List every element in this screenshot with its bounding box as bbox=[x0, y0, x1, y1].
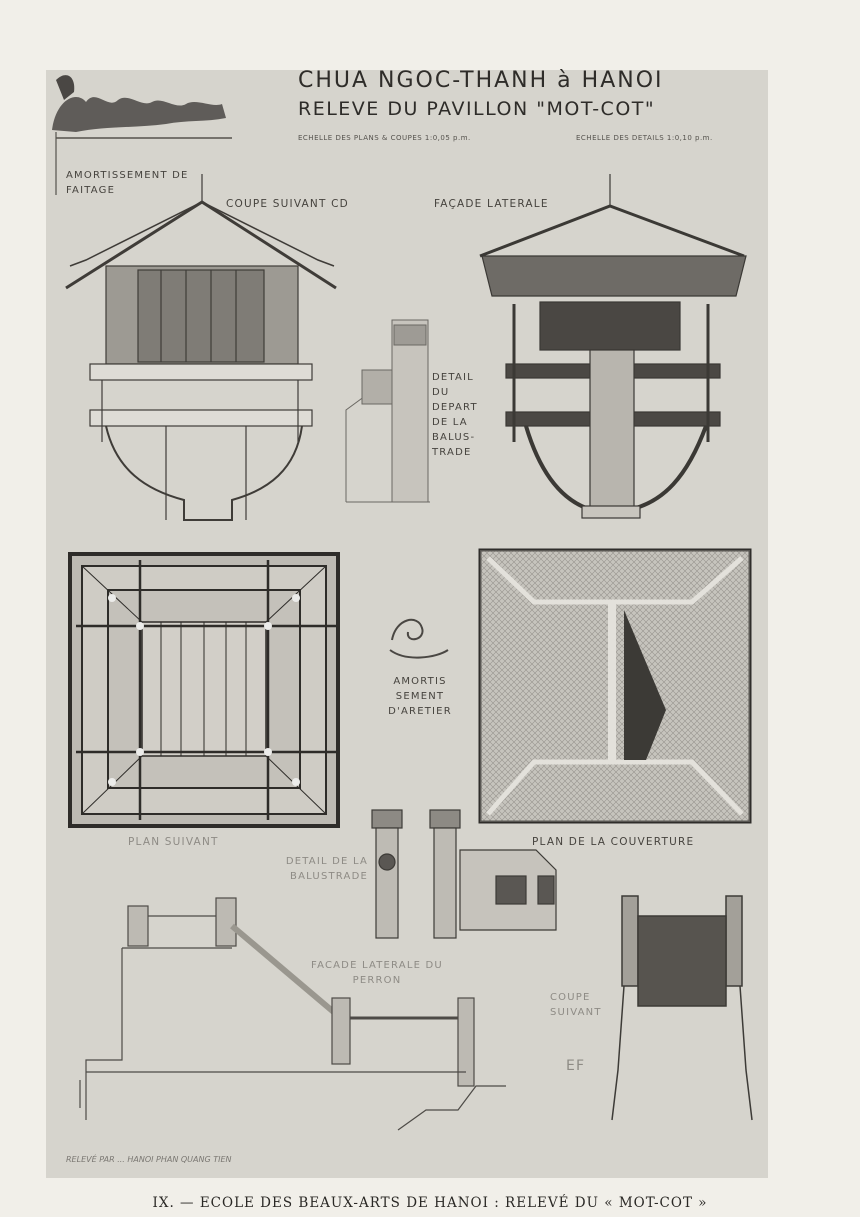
drawing-plate: RELEVÉ PAR ... HANOI PHAN QUANG TIEN CHU… bbox=[46, 68, 768, 1178]
plan-suivant-label: PLAN SUIVANT bbox=[128, 836, 219, 848]
balustrade-detail-drawing bbox=[371, 809, 557, 939]
amortissement-aretier-label: AMORTIS SEMENT D'ARETIER bbox=[388, 676, 452, 717]
signature-text: RELEVÉ PAR ... HANOI PHAN QUANG TIEN bbox=[66, 1153, 232, 1164]
amortissement-faitage-label: AMORTISSEMENT DE FAITAGE bbox=[66, 170, 189, 196]
facade-perron-label: FACADE LATERALE DU PERRON bbox=[311, 960, 443, 986]
section-ef-drawing bbox=[611, 895, 753, 1121]
facade-laterale-label: FAÇADE LATERALE bbox=[434, 198, 549, 210]
scale-plans-text: ECHELLE DES PLANS & COUPES 1:0,05 p.m. bbox=[298, 134, 471, 142]
dragon-ornament-drawing bbox=[52, 75, 232, 195]
detail-depart-balustrade-label: DETAIL DU DEPART DE LA BALUS-TRADE bbox=[432, 372, 478, 458]
lateral-facade-drawing bbox=[479, 174, 747, 519]
architectural-drawings: RELEVÉ PAR ... HANOI PHAN QUANG TIEN bbox=[52, 75, 753, 1164]
coupe-cd-label: COUPE SUIVANT CD bbox=[226, 198, 349, 210]
hip-ornament-drawing bbox=[389, 618, 449, 659]
roof-plan-drawing bbox=[478, 548, 752, 824]
coupe-ef-label: COUPE SUIVANT bbox=[550, 992, 602, 1018]
signature-label: RELEVÉ PAR ... HANOI PHAN QUANG TIEN bbox=[66, 1153, 232, 1164]
perron-facade-drawing bbox=[79, 897, 506, 1131]
detail-balustrade-label: DETAIL DE LA BALUSTRADE bbox=[285, 856, 368, 882]
floor-plan-drawing bbox=[68, 552, 340, 828]
scale-details-text: ECHELLE DES DETAILS 1:0,10 p.m. bbox=[576, 134, 713, 142]
plan-couverture-label: PLAN DE LA COUVERTURE bbox=[532, 836, 695, 848]
balustrade-start-drawing bbox=[345, 319, 430, 503]
plate-title-line2: RELEVE DU PAVILLON "MOT-COT" bbox=[298, 98, 656, 120]
section-cd-drawing bbox=[65, 174, 337, 521]
plate-title-line1: CHUA NGOC-THANH à HANOI bbox=[298, 68, 664, 93]
ef-label: EF bbox=[566, 1058, 586, 1074]
plate-caption: IX. — ECOLE DES BEAUX-ARTS DE HANOI : RE… bbox=[152, 1195, 708, 1211]
